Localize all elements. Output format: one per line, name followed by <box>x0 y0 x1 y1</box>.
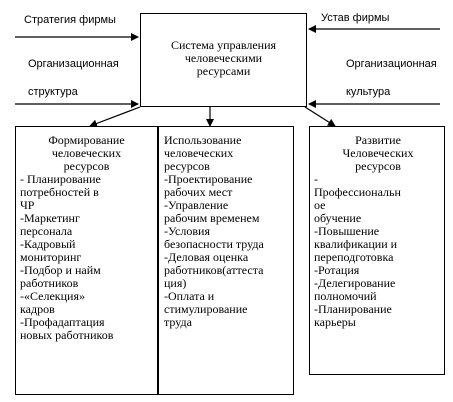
development-line: Человеческих <box>342 146 414 160</box>
development-line: Профессиональн <box>314 185 401 199</box>
formation-line: ресурсов <box>63 159 110 173</box>
usage-line: труда <box>164 315 192 329</box>
label-org-culture-line2: культура <box>346 86 391 98</box>
usage-line: -Деловая оценка <box>164 250 249 264</box>
development-line: полномочий <box>314 289 377 303</box>
development-line: -Повышение <box>314 224 380 238</box>
development-line: Развитие <box>355 133 401 147</box>
label-org-culture-line1: Организационная <box>346 58 437 70</box>
usage-line: ция) <box>164 276 187 290</box>
development-line: -Делегирование <box>314 276 396 290</box>
usage-line: -Оплата и <box>164 289 215 303</box>
formation-line: -Подбор и найм <box>20 263 101 277</box>
development-line: квалификации и <box>314 237 398 251</box>
label-org-structure-line2: структура <box>28 86 78 98</box>
formation-line: работников <box>20 276 79 290</box>
central-system-box: Система управления человеческими ресурса… <box>140 13 307 107</box>
development-line: -Ротация <box>314 263 360 277</box>
usage-column-text: Использование человеческих ресурсов -Про… <box>164 134 292 329</box>
development-line: карьеры <box>314 315 356 329</box>
formation-line: ЧР <box>20 198 35 212</box>
formation-line: -«Селекция» <box>20 289 85 303</box>
formation-box <box>15 126 158 395</box>
usage-line: -Проектирование <box>164 172 253 186</box>
development-line: ресурсов <box>355 159 401 173</box>
usage-line: стимулирование <box>164 302 248 316</box>
formation-line: -Кадровый <box>20 237 76 251</box>
formation-line: кадров <box>20 302 55 316</box>
usage-line: -Условия <box>164 224 210 238</box>
usage-line: рабочих мест <box>164 185 233 199</box>
development-column-text: Развитие Человеческих ресурсов - Професс… <box>314 134 442 329</box>
formation-line: - Планирование <box>20 172 101 186</box>
development-line: - <box>314 172 318 186</box>
label-strategy: Стратегия фирмы <box>24 14 116 26</box>
usage-line: -Управление <box>164 198 229 212</box>
development-line: -Планирование <box>314 302 392 316</box>
formation-column-text: Формирование человеческих ресурсов - Пла… <box>20 134 153 342</box>
development-line: переподготовка <box>314 250 394 264</box>
development-line: обучение <box>314 211 362 225</box>
formation-line: потребностей в <box>20 185 99 199</box>
formation-line: новых работников <box>20 328 114 342</box>
usage-line: человеческих <box>164 146 234 160</box>
label-charter: Устав фирмы <box>321 12 390 24</box>
development-box <box>309 126 445 375</box>
usage-line: рабочим временем <box>164 211 260 225</box>
formation-line: персонала <box>20 224 73 238</box>
formation-line: мониторинг <box>20 250 82 264</box>
formation-line: человеческих <box>51 146 122 160</box>
development-line: ое <box>314 198 326 212</box>
usage-line: работников(аттеста <box>164 263 264 277</box>
usage-box <box>158 126 294 395</box>
central-system-title: Система управления человеческими ресурса… <box>170 38 277 78</box>
formation-line: Формирование <box>48 133 125 147</box>
usage-line: Использование <box>164 133 242 147</box>
usage-line: ресурсов <box>164 159 210 173</box>
arrow-to-formation <box>89 106 141 128</box>
usage-line: безопасности труда <box>164 237 264 251</box>
label-org-structure-line1: Организационная <box>28 58 119 70</box>
formation-line: -Профадаптация <box>20 315 105 329</box>
formation-line: -Маркетинг <box>20 211 80 225</box>
arrow-to-development <box>304 106 336 127</box>
